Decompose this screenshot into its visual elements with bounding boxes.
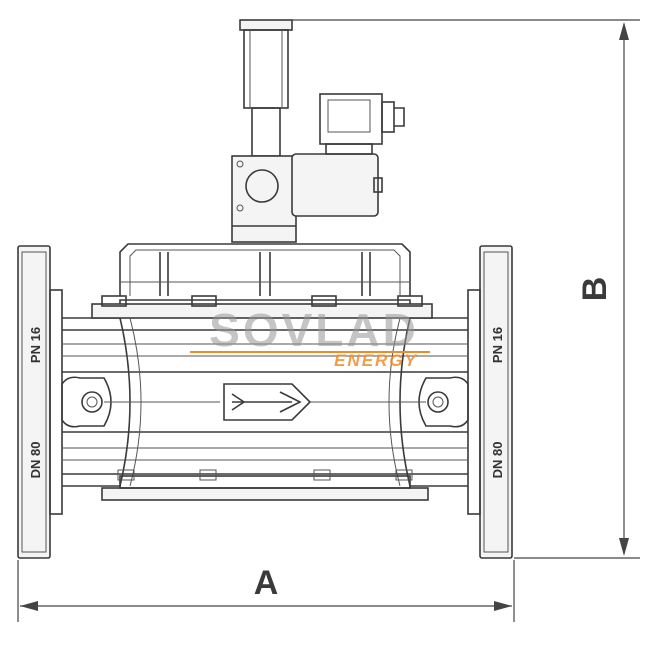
left-flange-pressure-label: PN 16 [28,327,43,363]
left-flange [17,245,63,559]
actuator-column [231,19,297,243]
right-flange-size-label: DN 80 [490,442,505,479]
top-cover [91,243,433,319]
watermark-sub: ENERGY [334,351,418,370]
watermark-logo: SOVLAD ENERGY [190,304,430,370]
valve-body [61,299,469,501]
solenoid-coil-icon [291,93,405,217]
dimension-a [17,560,515,622]
dimension-b [292,19,640,559]
right-flange-pressure-label: PN 16 [490,327,505,363]
dimension-b-label: B [576,277,614,302]
dimension-a-label: A [254,564,279,602]
flow-direction-arrow-icon [223,383,312,421]
left-flange-size-label: DN 80 [28,442,43,479]
right-flange [467,245,513,559]
watermark-brand: SOVLAD [209,304,419,356]
